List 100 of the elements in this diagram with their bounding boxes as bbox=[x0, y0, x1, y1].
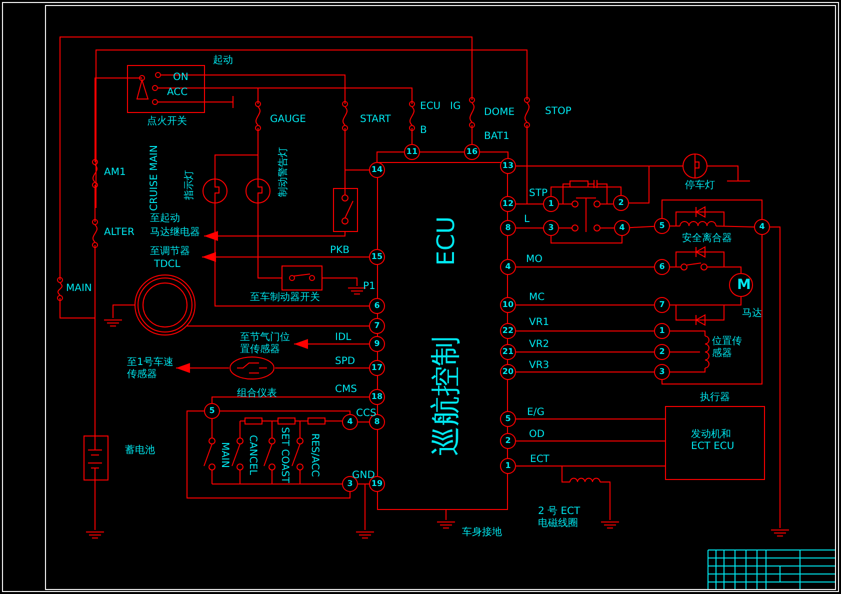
fuse-label: MAIN bbox=[66, 283, 92, 295]
motor-symbol bbox=[729, 273, 753, 297]
wire bbox=[516, 304, 654, 306]
signal-label: PKB bbox=[330, 245, 350, 257]
signal-label: L bbox=[524, 214, 530, 226]
terminal-circle: 9 bbox=[369, 336, 385, 352]
signal-label: SPD bbox=[335, 356, 356, 368]
signal-label: VR3 bbox=[529, 360, 550, 372]
callout-text: TDCL bbox=[154, 259, 180, 271]
lamp-label: CRUISE MAIN bbox=[149, 145, 161, 211]
ecu-label: ECU bbox=[432, 216, 460, 266]
motor-label: M bbox=[737, 277, 751, 293]
terminal-circle: 18 bbox=[369, 389, 385, 405]
signal-label: CMS bbox=[335, 384, 357, 396]
meter-caption: 组合仪表 bbox=[237, 388, 277, 400]
terminal-circle: 2 bbox=[500, 433, 516, 449]
terminal-circle: 4 bbox=[754, 219, 770, 235]
signal-label: ECT bbox=[530, 454, 550, 466]
fuse-label: IG bbox=[450, 101, 461, 113]
arrow bbox=[204, 231, 346, 241]
wire bbox=[212, 396, 370, 404]
wire bbox=[662, 200, 762, 220]
terminal-circle: 15 bbox=[369, 249, 385, 265]
component-label: 位置传感器 bbox=[712, 336, 743, 360]
fuse-label: START bbox=[360, 114, 391, 126]
fuse-label: STOP bbox=[545, 106, 572, 118]
terminal-circle: 21 bbox=[500, 344, 516, 360]
terminal-circle: 3 bbox=[543, 220, 559, 236]
signal-label: MC bbox=[529, 292, 545, 304]
terminal-circle: 17 bbox=[369, 360, 385, 376]
terminal-circle: 4 bbox=[342, 414, 358, 430]
terminal-circle: 6 bbox=[654, 259, 670, 275]
wire-label: 起动 bbox=[213, 55, 233, 67]
terminal-circle: 11 bbox=[404, 144, 420, 160]
wire bbox=[670, 296, 742, 306]
fuse-label: GAUGE bbox=[270, 114, 306, 126]
lamp-label: 制动警告灯 bbox=[278, 147, 290, 197]
signal-label: VR2 bbox=[529, 339, 550, 351]
callout-text: 马达继电器 bbox=[150, 227, 200, 239]
terminal-circle: 3 bbox=[654, 364, 670, 380]
signal-label: P1 bbox=[363, 281, 376, 293]
ecu-title: 巡航控制 bbox=[428, 336, 464, 456]
terminal-circle: 14 bbox=[369, 162, 385, 178]
terminal-circle: 4 bbox=[500, 259, 516, 275]
signal-label: OD bbox=[529, 429, 545, 441]
terminal-circle: 5 bbox=[204, 403, 220, 419]
component-label: 车身接地 bbox=[462, 527, 502, 539]
fuse-label: B bbox=[420, 125, 427, 137]
component-label: 执行器 bbox=[700, 392, 730, 404]
switch-label: MAIN bbox=[218, 442, 230, 468]
callout-text: 至车制动器开关 bbox=[250, 292, 320, 304]
wire bbox=[516, 330, 654, 332]
component-label: 马达 bbox=[742, 308, 762, 320]
terminal-circle: 7 bbox=[369, 318, 385, 334]
component-label: 蓄电池 bbox=[125, 445, 155, 457]
fuse-label: ALTER bbox=[104, 227, 134, 239]
relay-box bbox=[333, 188, 358, 232]
callout-text: 至1号车速传感器 bbox=[127, 357, 174, 381]
arrow bbox=[202, 252, 370, 262]
switch-label: RES/ACC bbox=[308, 433, 320, 477]
arrow bbox=[176, 363, 230, 373]
fuse-label: ECU bbox=[420, 101, 441, 113]
component-label: 停车灯 bbox=[685, 180, 715, 192]
unit-label: 发动机和ECT ECU bbox=[691, 429, 736, 453]
wire bbox=[376, 152, 404, 162]
terminal-circle: 5 bbox=[500, 411, 516, 427]
callout-text: 至节气门位置传感器 bbox=[240, 332, 291, 356]
switch-label: SET COAST bbox=[278, 427, 290, 483]
signal-label: VR1 bbox=[529, 317, 550, 329]
terminal-circle: 2 bbox=[654, 344, 670, 360]
wire bbox=[516, 418, 666, 420]
signal-label: E/G bbox=[527, 407, 544, 419]
terminal-circle: 1 bbox=[543, 196, 559, 212]
wire bbox=[480, 152, 508, 158]
terminal-circle: 13 bbox=[500, 158, 516, 174]
terminal-circle: 7 bbox=[654, 297, 670, 313]
wire bbox=[516, 266, 654, 268]
wire bbox=[516, 166, 650, 204]
terminal-circle: 20 bbox=[500, 364, 516, 380]
terminal-circle: 5 bbox=[654, 218, 670, 234]
signal-label: MO bbox=[526, 254, 542, 266]
fuse-label: BAT1 bbox=[484, 131, 510, 143]
terminal-circle: 4 bbox=[614, 220, 630, 236]
terminal-circle: 2 bbox=[613, 195, 629, 211]
terminal-circle: 16 bbox=[464, 144, 480, 160]
wire bbox=[186, 410, 350, 498]
wire bbox=[662, 234, 762, 384]
terminal-circle: 22 bbox=[500, 323, 516, 339]
wire bbox=[220, 410, 350, 414]
callout-text: 至调节器 bbox=[150, 246, 190, 258]
wire bbox=[550, 186, 622, 196]
terminal-circle: 12 bbox=[500, 196, 516, 212]
terminal-circle: 1 bbox=[500, 458, 516, 474]
lamp-label: 指示灯 bbox=[184, 170, 196, 200]
callout-text: 至起动 bbox=[150, 213, 180, 225]
fuse-label: AM1 bbox=[104, 167, 126, 179]
signal-label: IDL bbox=[335, 332, 352, 344]
switch-label: CANCEL bbox=[246, 434, 258, 476]
component-label: 2 号 ECT电磁线圈 bbox=[538, 506, 582, 530]
control-unit-box bbox=[665, 406, 765, 480]
